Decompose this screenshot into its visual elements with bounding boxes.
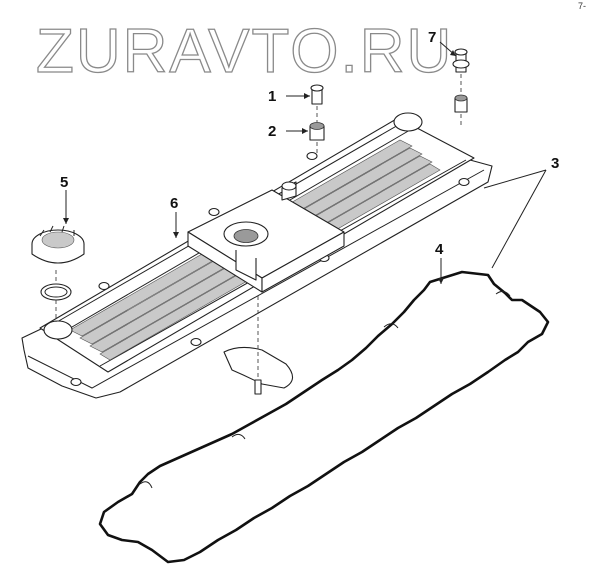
gasket	[98, 270, 550, 564]
callout-1: 1	[268, 88, 276, 105]
rubber-grommet	[309, 122, 325, 141]
oil-filler-cap	[31, 225, 85, 264]
callout-3: 3	[551, 155, 559, 172]
stud-sleeve	[454, 94, 468, 113]
callout-2: 2	[268, 123, 276, 140]
stud-bolt	[452, 48, 470, 73]
cover-bolt	[310, 84, 324, 105]
lower-bolt	[254, 379, 262, 395]
breather-housing	[187, 181, 345, 293]
callout-5: 5	[60, 174, 68, 191]
callout-6: 6	[170, 195, 178, 212]
corner-mark: 7-	[578, 1, 586, 11]
valve-cover	[21, 112, 493, 399]
watermark-text: ZURAVTO.RU	[36, 17, 453, 86]
leader-lines	[63, 41, 547, 284]
callout-7: 7	[428, 29, 436, 46]
callout-4: 4	[435, 241, 444, 258]
